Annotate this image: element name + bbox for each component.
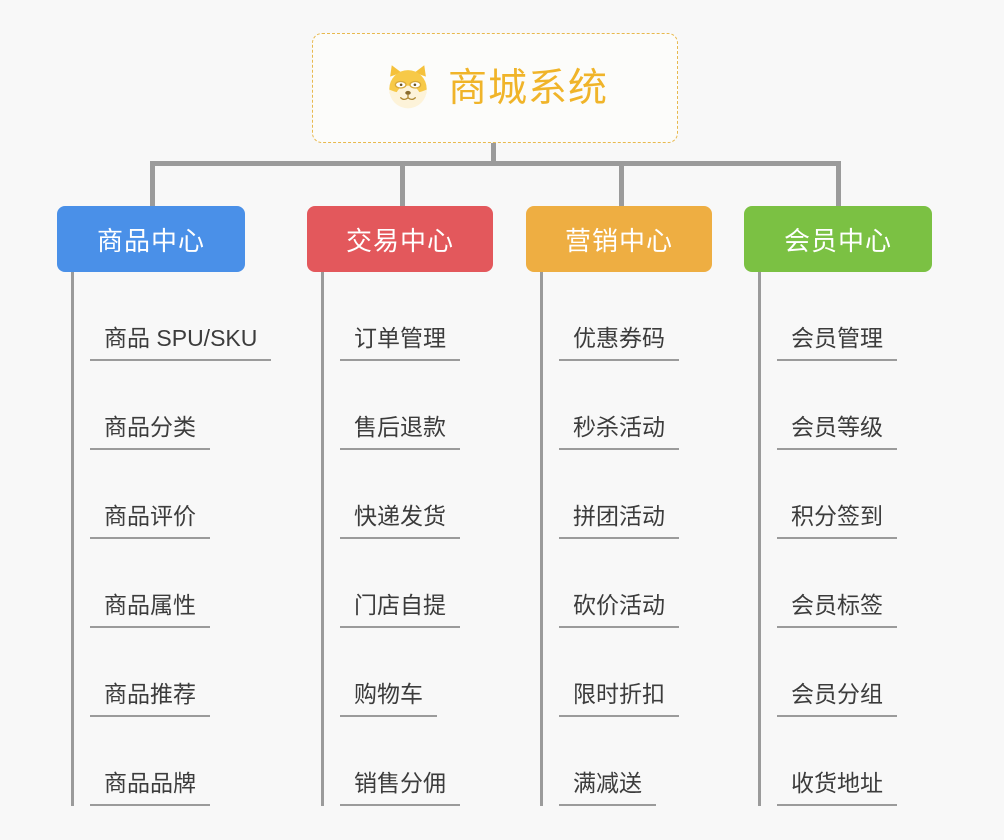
branch-header-trade-center[interactable]: 交易中心 — [307, 206, 493, 272]
list-item-label: 门店自提 — [340, 592, 460, 628]
list-item[interactable]: 商品分类 — [90, 361, 307, 450]
branch-children-trade-center: 订单管理 售后退款 快递发货 门店自提 购物车 销售分佣 — [321, 272, 527, 806]
list-item-label: 销售分佣 — [340, 770, 460, 806]
list-item[interactable]: 会员等级 — [777, 361, 964, 450]
list-item[interactable]: 商品 SPU/SKU — [90, 272, 307, 361]
list-item-label: 购物车 — [340, 681, 437, 717]
list-item[interactable]: 商品品牌 — [90, 717, 307, 806]
branch-header-marketing-center[interactable]: 营销中心 — [526, 206, 712, 272]
list-item[interactable]: 砍价活动 — [559, 539, 746, 628]
list-item-label: 秒杀活动 — [559, 414, 679, 450]
list-item-label: 会员等级 — [777, 414, 897, 450]
branch-children-member-center: 会员管理 会员等级 积分签到 会员标签 会员分组 收货地址 — [758, 272, 964, 806]
branch-header-label: 会员中心 — [783, 225, 892, 256]
list-item[interactable]: 商品评价 — [90, 450, 307, 539]
list-item-label: 商品品牌 — [90, 770, 210, 806]
connector-drop-3 — [619, 161, 624, 207]
list-item[interactable]: 订单管理 — [340, 272, 527, 361]
connector-horizontal-bar — [150, 161, 841, 166]
list-item-label: 限时折扣 — [559, 681, 679, 717]
list-item-label: 砍价活动 — [559, 592, 679, 628]
list-item-label: 收货地址 — [777, 770, 897, 806]
list-item[interactable]: 售后退款 — [340, 361, 527, 450]
list-item[interactable]: 购物车 — [340, 628, 527, 717]
branch-header-label: 营销中心 — [564, 225, 673, 256]
branch-children-marketing-center: 优惠券码 秒杀活动 拼团活动 砍价活动 限时折扣 满减送 — [540, 272, 746, 806]
list-item-label: 拼团活动 — [559, 503, 679, 539]
list-item[interactable]: 拼团活动 — [559, 450, 746, 539]
branch-column-product-center: 商品中心 商品 SPU/SKU 商品分类 商品评价 商品属性 商品推荐 商品品牌 — [57, 206, 307, 806]
branch-header-label: 交易中心 — [345, 225, 454, 256]
list-item[interactable]: 会员分组 — [777, 628, 964, 717]
list-item-label: 订单管理 — [340, 325, 460, 361]
list-item-label: 积分签到 — [777, 503, 897, 539]
branch-column-member-center: 会员中心 会员管理 会员等级 积分签到 会员标签 会员分组 收货地址 — [744, 206, 964, 806]
list-item-label: 优惠券码 — [559, 325, 679, 361]
list-item[interactable]: 商品推荐 — [90, 628, 307, 717]
list-item[interactable]: 门店自提 — [340, 539, 527, 628]
connector-drop-1 — [150, 161, 155, 207]
branch-header-member-center[interactable]: 会员中心 — [744, 206, 932, 272]
list-item-label: 会员标签 — [777, 592, 897, 628]
list-item[interactable]: 会员标签 — [777, 539, 964, 628]
list-item-label: 快递发货 — [340, 503, 460, 539]
list-item[interactable]: 销售分佣 — [340, 717, 527, 806]
list-item[interactable]: 优惠券码 — [559, 272, 746, 361]
list-item[interactable]: 商品属性 — [90, 539, 307, 628]
list-item-label: 会员管理 — [777, 325, 897, 361]
branch-column-marketing-center: 营销中心 优惠券码 秒杀活动 拼团活动 砍价活动 限时折扣 满减送 — [526, 206, 746, 806]
connector-drop-4 — [836, 161, 841, 207]
branch-children-product-center: 商品 SPU/SKU 商品分类 商品评价 商品属性 商品推荐 商品品牌 — [71, 272, 307, 806]
list-item-label: 商品推荐 — [90, 681, 210, 717]
branch-header-product-center[interactable]: 商品中心 — [57, 206, 245, 272]
list-item-label: 满减送 — [559, 770, 656, 806]
list-item[interactable]: 满减送 — [559, 717, 746, 806]
list-item-label: 商品分类 — [90, 414, 210, 450]
list-item[interactable]: 秒杀活动 — [559, 361, 746, 450]
connector-root-stem — [491, 143, 496, 165]
branch-column-trade-center: 交易中心 订单管理 售后退款 快递发货 门店自提 购物车 销售分佣 — [307, 206, 527, 806]
list-item-label: 商品 SPU/SKU — [90, 325, 272, 361]
list-item-label: 售后退款 — [340, 414, 460, 450]
list-item[interactable]: 会员管理 — [777, 272, 964, 361]
list-item[interactable]: 限时折扣 — [559, 628, 746, 717]
list-item[interactable]: 收货地址 — [777, 717, 964, 806]
list-item[interactable]: 快递发货 — [340, 450, 527, 539]
list-item-label: 商品评价 — [90, 503, 210, 539]
root-label: 商城系统 — [447, 66, 608, 110]
shiba-dog-face-icon — [382, 62, 434, 114]
list-item[interactable]: 积分签到 — [777, 450, 964, 539]
root-node[interactable]: 商城系统 — [312, 33, 678, 143]
list-item-label: 会员分组 — [777, 681, 897, 717]
list-item-label: 商品属性 — [90, 592, 210, 628]
connector-drop-2 — [400, 161, 405, 207]
branch-header-label: 商品中心 — [96, 225, 205, 256]
